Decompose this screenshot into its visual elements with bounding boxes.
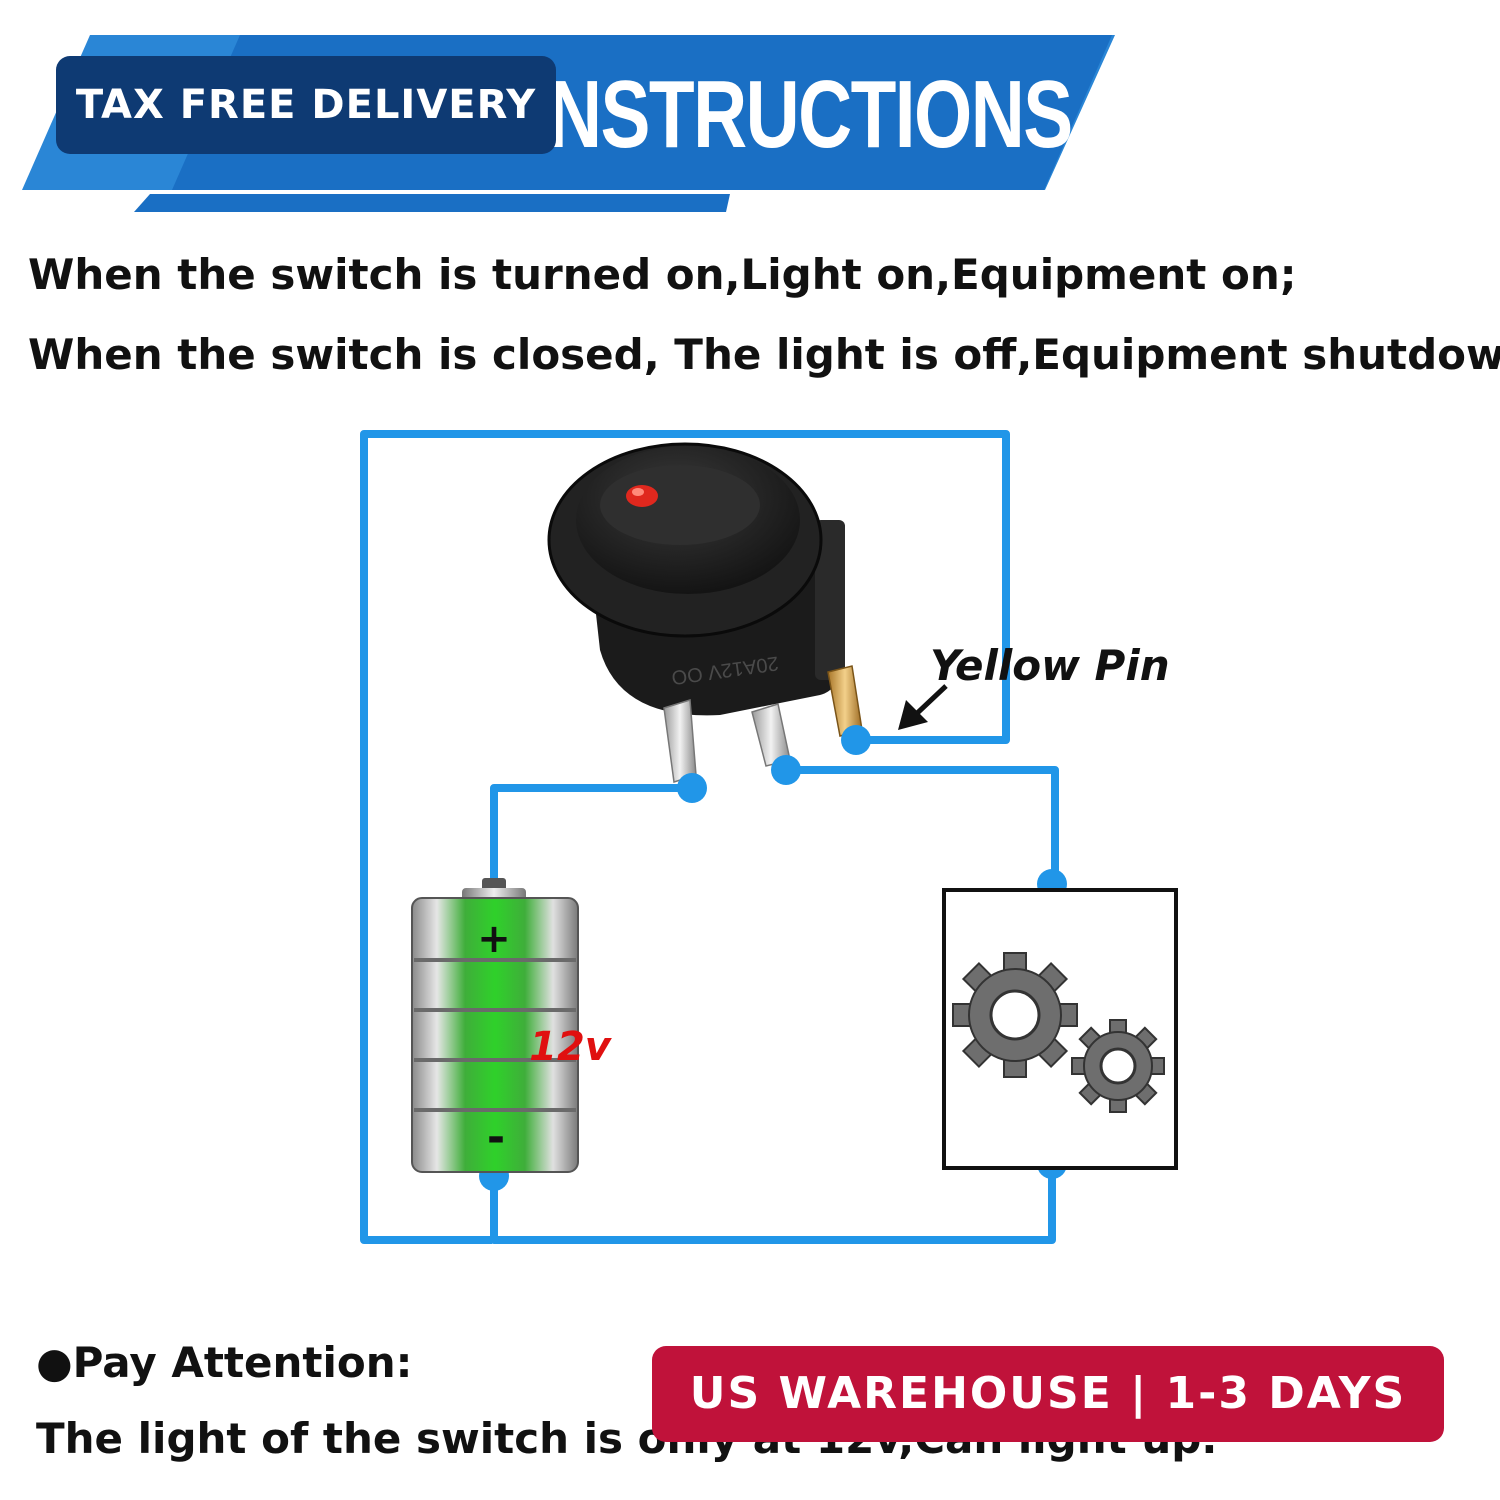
yellow-pin-arrow — [898, 684, 948, 730]
large-gear-icon — [952, 952, 1078, 1078]
switch-side-clip — [815, 520, 845, 680]
battery-voltage-label: 12v — [529, 1024, 613, 1070]
switch-rocker-highlight — [600, 465, 760, 545]
junction-left-pin — [677, 773, 707, 803]
bottom-return-wire — [490, 1164, 1056, 1244]
switch-led-glow — [632, 488, 644, 496]
switch-led — [626, 485, 658, 507]
left-pin — [663, 699, 697, 783]
battery-body — [411, 897, 579, 1173]
battery-plus-sign: + — [477, 916, 511, 962]
small-gear-icon — [1071, 1019, 1165, 1113]
tax-free-delivery-badge: TAX FREE DELIVERY — [56, 56, 556, 154]
us-warehouse-badge: US WAREHOUSE | 1-3 DAYS — [652, 1346, 1444, 1442]
rocker-switch: 20A12V OO — [547, 442, 863, 783]
outer-loop-wire — [360, 430, 1010, 1244]
equipment-load — [942, 888, 1178, 1170]
middle-pin-wire — [786, 766, 1059, 884]
yellow-pin-label: Yellow Pin — [930, 641, 1170, 690]
battery: + - 12v — [411, 878, 613, 1173]
battery-positive-wire — [490, 784, 692, 892]
description-line-2: When the switch is closed, The light is … — [28, 330, 1500, 379]
description-line-1: When the switch is turned on,Light on,Eq… — [28, 250, 1297, 299]
banner-underline — [134, 194, 730, 212]
note-heading: ●Pay Attention: — [36, 1338, 413, 1387]
battery-minus-sign: - — [487, 1112, 505, 1163]
circuit-wires — [360, 430, 1059, 1244]
junction-middle-pin — [771, 755, 801, 785]
junction-yellow-pin — [841, 725, 871, 755]
